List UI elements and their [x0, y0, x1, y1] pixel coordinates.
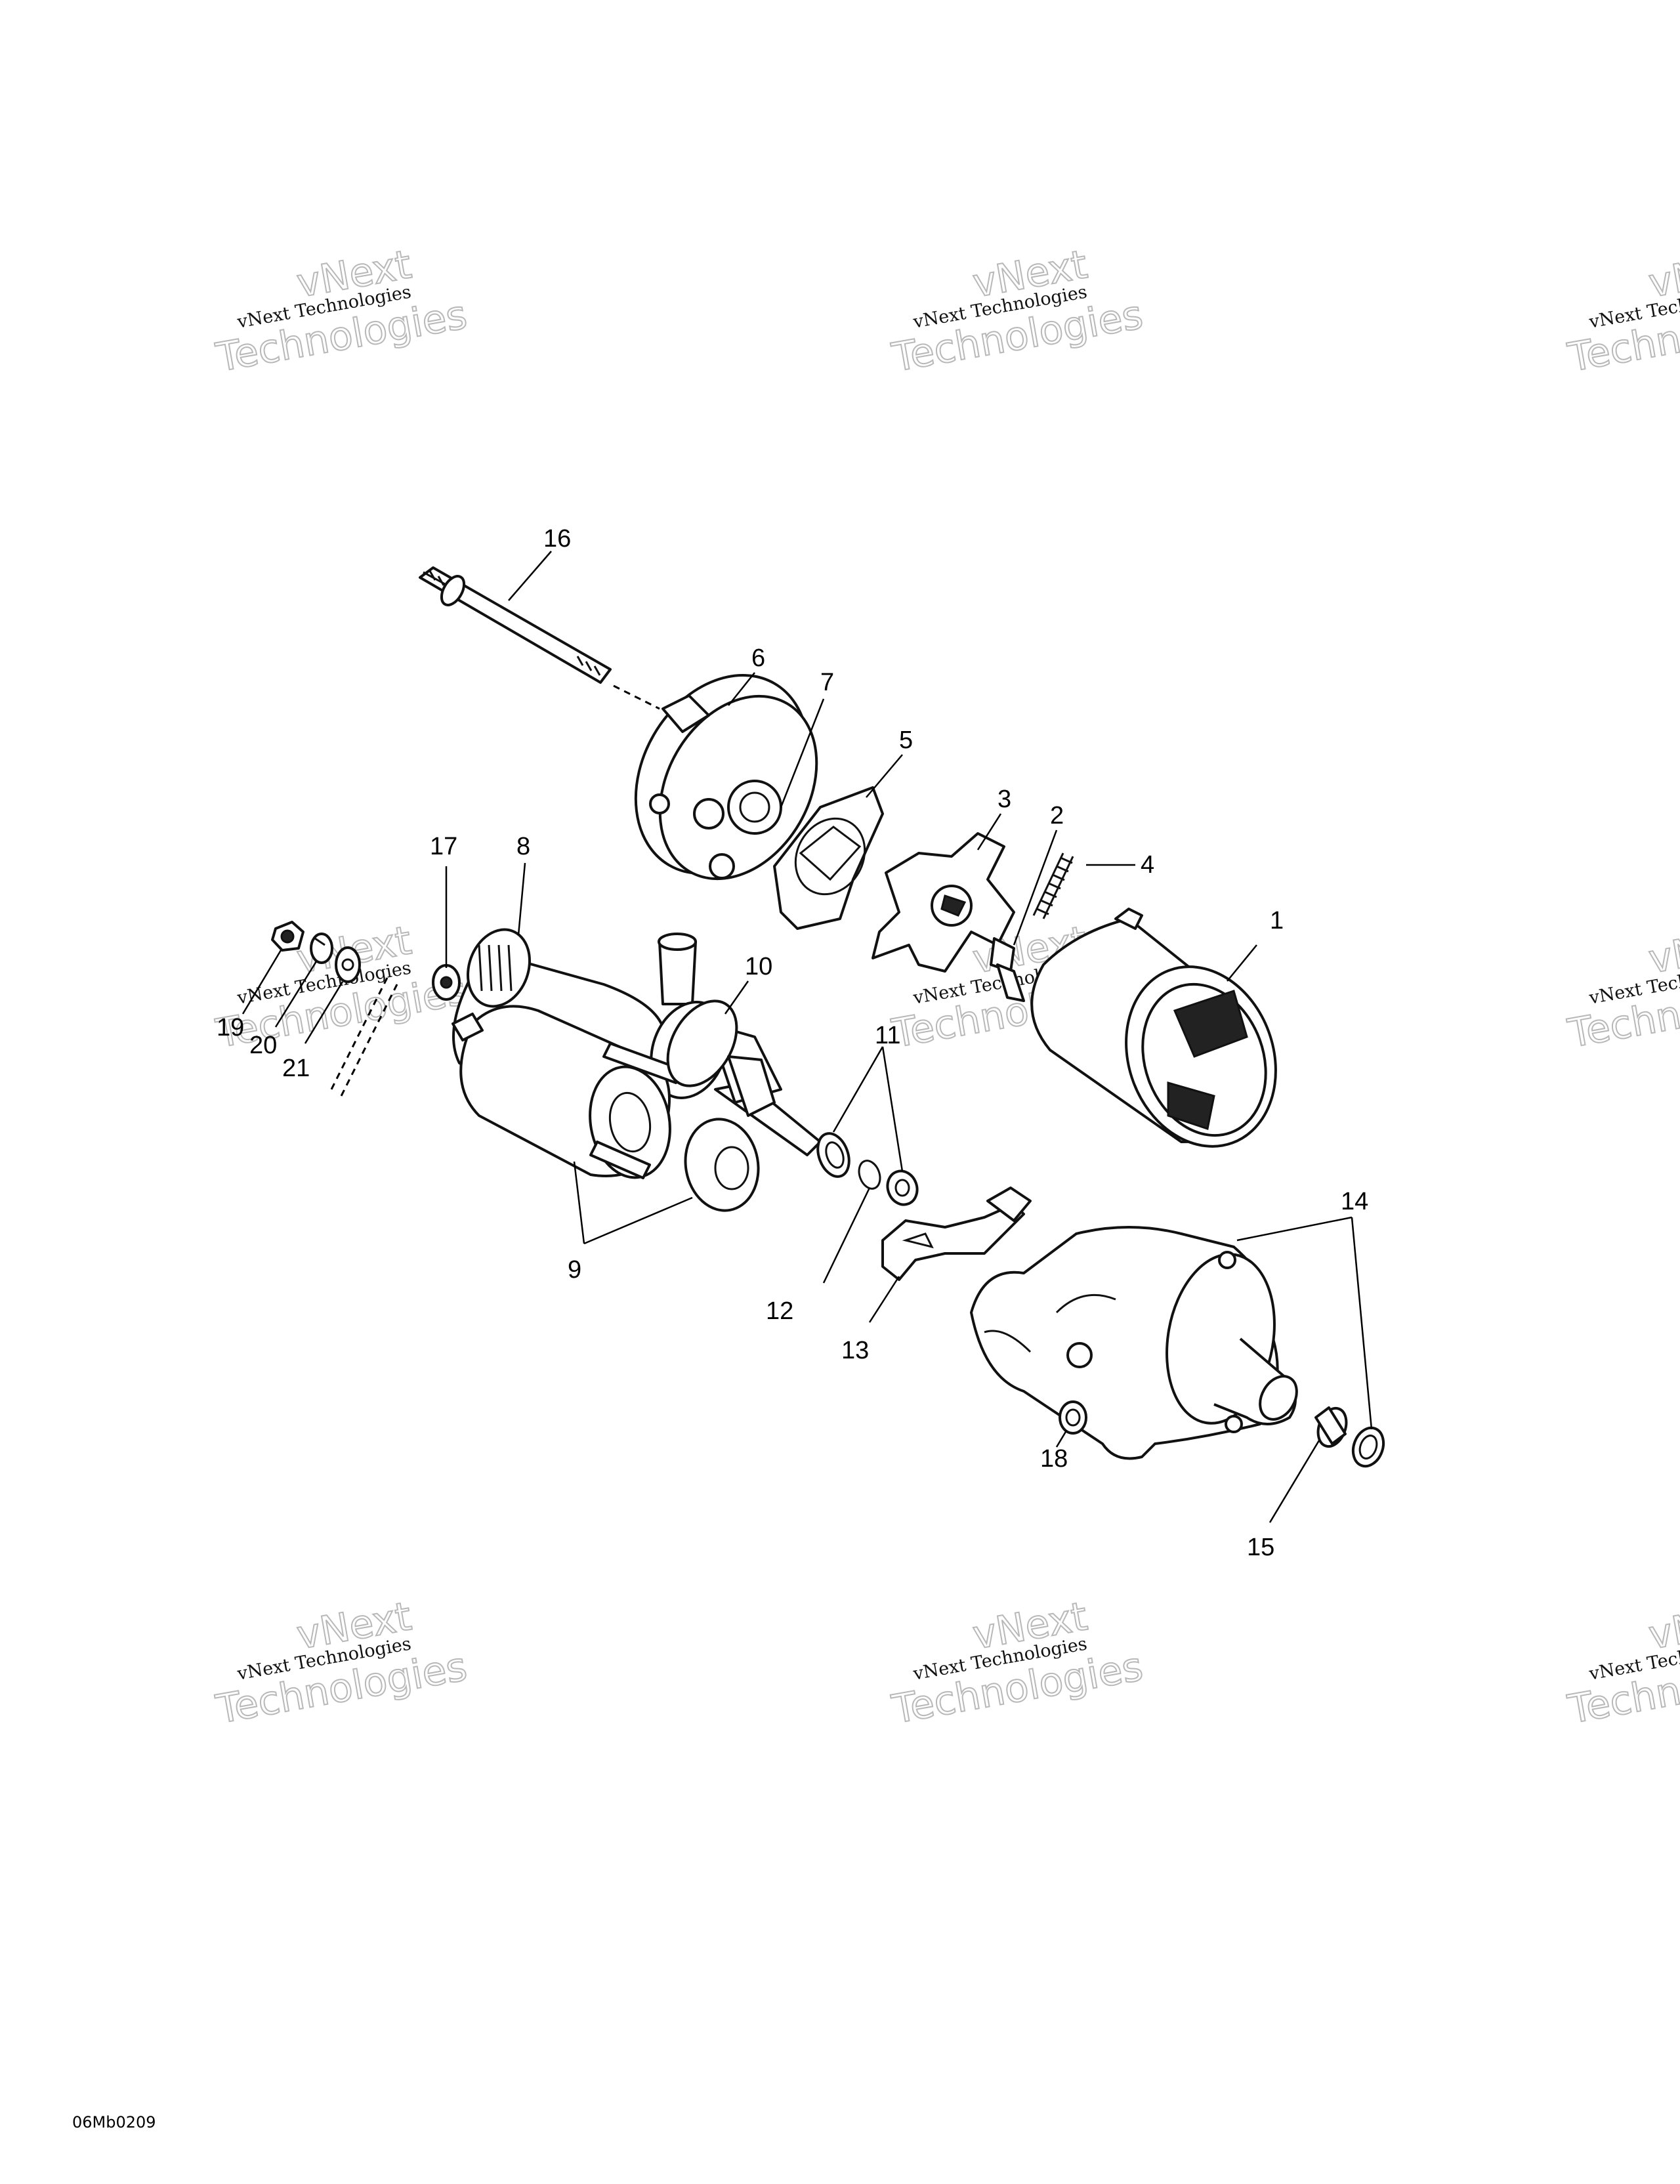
callout-20: 20: [249, 1032, 277, 1059]
part-dashed-terminal: [330, 977, 398, 1097]
leader-lines: [242, 551, 1373, 1523]
part-shift-lever: [881, 1186, 1032, 1281]
callout-11: 11: [875, 1022, 900, 1049]
watermark: vNext vNext Technologies Technologies: [212, 1593, 471, 1733]
callout-4: 4: [1141, 851, 1154, 879]
part-plunger: [684, 1118, 760, 1212]
callout-6: 6: [751, 644, 765, 672]
callout-10: 10: [745, 953, 772, 980]
callout-16: 16: [543, 525, 571, 553]
callout-14: 14: [1341, 1188, 1368, 1215]
watermark: vNext vNext Technologies Technologies: [888, 241, 1147, 381]
part-brush-plate: [773, 786, 884, 930]
part-bushing-18: [1059, 1400, 1087, 1435]
callout-13: 13: [841, 1337, 869, 1364]
callout-9: 9: [568, 1256, 581, 1284]
drawing-code: 06Mb0209: [72, 2113, 156, 2132]
part-lock-washer-20: [310, 933, 333, 964]
callout-3: 3: [998, 786, 1011, 813]
part-through-bolt: [419, 566, 660, 710]
part-solenoid: [452, 1005, 684, 1179]
part-stop-collar: [886, 1169, 919, 1206]
callout-7: 7: [820, 669, 834, 696]
watermark: vNext vNext Technologies Technologies: [1564, 917, 1680, 1057]
callout-8: 8: [516, 833, 530, 860]
callout-19: 19: [217, 1014, 244, 1041]
part-brush-spring: [1032, 852, 1074, 919]
part-drive-housing: [970, 1226, 1298, 1460]
watermark: vNext vNext Technologies Technologies: [1564, 1593, 1680, 1733]
callout-18: 18: [1040, 1445, 1068, 1473]
part-ring-14: [1351, 1426, 1385, 1468]
part-brush-sleeve: [658, 933, 697, 1005]
part-nut-19: [271, 921, 304, 952]
part-yoke-housing: [1030, 908, 1277, 1148]
callout-21: 21: [282, 1055, 310, 1082]
callouts: 16 6 7 5 3 2 4 1 17 8 10 11 19 20 21 9 1…: [217, 525, 1368, 1561]
part-collar: [816, 1132, 850, 1178]
part-retaining-ring: [858, 1160, 881, 1190]
watermark: vNext vNext Technologies Technologies: [888, 1593, 1147, 1733]
callout-2: 2: [1050, 802, 1064, 830]
watermark-group: vNext vNext Technologies Technologies vN…: [212, 241, 1680, 1733]
callout-12: 12: [766, 1297, 793, 1325]
callout-5: 5: [899, 726, 913, 754]
callout-15: 15: [1247, 1534, 1274, 1561]
part-bushing: [1314, 1406, 1348, 1448]
callout-1: 1: [1270, 907, 1284, 934]
part-end-cover: [634, 674, 818, 881]
part-pinion-clutch: [666, 999, 776, 1117]
part-brush: [990, 937, 1025, 1002]
part-washer-21: [335, 946, 361, 983]
watermark: vNext vNext Technologies Technologies: [1564, 241, 1680, 381]
watermark: vNext vNext Technologies Technologies: [212, 241, 471, 381]
part-washer-17: [432, 964, 461, 1001]
callout-17: 17: [430, 833, 457, 860]
part-brush-holder: [872, 832, 1015, 973]
